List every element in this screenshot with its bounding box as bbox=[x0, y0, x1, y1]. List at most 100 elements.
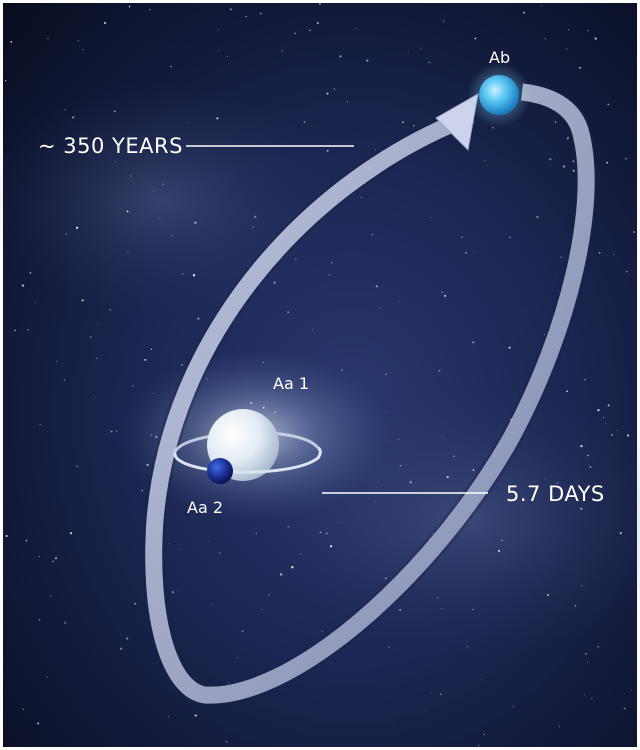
background-star bbox=[72, 116, 75, 119]
background-star bbox=[89, 336, 92, 338]
background-star bbox=[273, 281, 276, 284]
background-star bbox=[150, 348, 153, 350]
background-star bbox=[326, 149, 329, 152]
background-star bbox=[386, 412, 388, 413]
background-star bbox=[319, 531, 322, 534]
background-star bbox=[626, 271, 628, 273]
background-star bbox=[280, 573, 283, 576]
star-aa1-label: Aa 1 bbox=[273, 374, 309, 393]
background-star bbox=[438, 369, 441, 372]
background-star bbox=[584, 694, 586, 696]
background-star bbox=[328, 273, 331, 276]
background-star bbox=[47, 38, 49, 40]
background-star bbox=[254, 215, 257, 218]
background-star bbox=[572, 160, 575, 162]
background-star bbox=[444, 294, 447, 297]
background-star bbox=[65, 233, 68, 235]
background-star bbox=[326, 92, 329, 95]
background-star bbox=[162, 183, 164, 185]
background-star bbox=[461, 236, 463, 239]
background-star bbox=[242, 630, 244, 632]
background-star bbox=[325, 532, 328, 535]
background-star bbox=[38, 619, 41, 621]
background-star bbox=[627, 434, 630, 437]
background-star bbox=[312, 329, 314, 331]
background-star bbox=[409, 481, 412, 484]
background-star bbox=[227, 682, 229, 684]
background-star bbox=[316, 21, 319, 25]
background-star bbox=[413, 125, 415, 127]
background-star bbox=[330, 261, 333, 264]
background-star bbox=[177, 590, 179, 592]
background-star bbox=[587, 29, 590, 32]
background-star bbox=[603, 417, 604, 419]
background-star bbox=[399, 609, 402, 612]
background-star bbox=[300, 553, 302, 555]
background-star bbox=[132, 385, 134, 387]
background-star bbox=[295, 258, 297, 260]
background-star bbox=[442, 436, 444, 438]
background-star bbox=[633, 231, 635, 233]
background-star bbox=[441, 291, 443, 293]
background-star bbox=[543, 333, 546, 336]
star-ab bbox=[467, 63, 531, 127]
background-star bbox=[211, 604, 213, 606]
background-star bbox=[425, 710, 426, 712]
background-star bbox=[536, 215, 539, 219]
background-star bbox=[329, 545, 333, 548]
background-star bbox=[69, 532, 73, 535]
background-star bbox=[393, 724, 395, 726]
background-star bbox=[197, 317, 200, 320]
background-star bbox=[580, 444, 583, 448]
background-star bbox=[567, 137, 569, 139]
background-star bbox=[309, 29, 311, 32]
background-star bbox=[287, 311, 289, 313]
background-star bbox=[35, 302, 36, 303]
background-star bbox=[440, 693, 442, 695]
background-star bbox=[597, 645, 600, 648]
background-star bbox=[114, 161, 116, 163]
background-star bbox=[333, 88, 336, 90]
haze-cloud-upper bbox=[0, 80, 340, 320]
background-star bbox=[134, 602, 137, 605]
background-star bbox=[259, 12, 262, 15]
background-star bbox=[110, 430, 113, 433]
background-star bbox=[558, 725, 560, 727]
background-star bbox=[491, 126, 494, 129]
background-star bbox=[617, 429, 619, 431]
background-star bbox=[402, 121, 404, 123]
background-star bbox=[95, 397, 97, 398]
background-star bbox=[466, 646, 468, 648]
background-star bbox=[581, 585, 583, 587]
background-star bbox=[610, 433, 614, 437]
background-star bbox=[144, 358, 147, 361]
background-star bbox=[194, 714, 197, 717]
outer-period-label: ~ 350 YEARS bbox=[38, 134, 183, 158]
background-star bbox=[141, 489, 143, 492]
background-star bbox=[579, 66, 581, 69]
background-star bbox=[568, 29, 570, 31]
background-star bbox=[598, 251, 601, 254]
background-star bbox=[109, 308, 112, 311]
background-star bbox=[398, 300, 400, 302]
background-star bbox=[544, 478, 546, 480]
background-star bbox=[584, 378, 586, 381]
background-star bbox=[475, 251, 477, 253]
background-star bbox=[613, 254, 615, 255]
background-star bbox=[554, 121, 557, 123]
background-star bbox=[268, 594, 270, 596]
background-star bbox=[512, 705, 515, 708]
background-star bbox=[408, 51, 409, 52]
background-star bbox=[82, 49, 84, 51]
background-star bbox=[252, 226, 254, 229]
background-star bbox=[586, 661, 589, 664]
background-star bbox=[56, 360, 58, 363]
background-star bbox=[233, 320, 236, 323]
background-star bbox=[287, 525, 290, 528]
background-star bbox=[631, 690, 633, 691]
background-star bbox=[38, 556, 40, 557]
background-star bbox=[149, 9, 151, 11]
background-star bbox=[226, 56, 228, 58]
background-star bbox=[355, 28, 357, 30]
background-star bbox=[192, 274, 196, 277]
